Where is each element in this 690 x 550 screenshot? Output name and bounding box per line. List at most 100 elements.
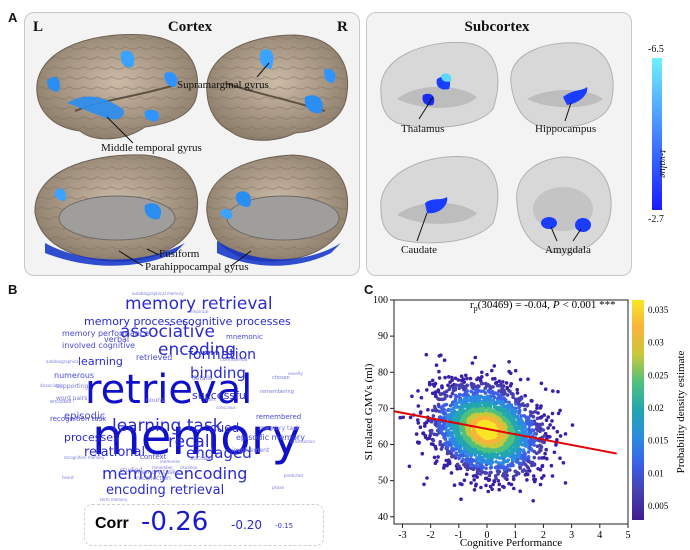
scatter-point [544, 447, 548, 452]
label-thalamus: Thalamus [401, 123, 445, 135]
annotation-r: r [470, 299, 474, 311]
scatter-point [479, 485, 483, 490]
wordcloud-term: nouns [146, 397, 165, 404]
subcortex-slices [380, 41, 614, 254]
scatter-point [462, 380, 466, 384]
scatter-point [474, 473, 478, 478]
scatter-point [465, 376, 469, 381]
y-tick-label: 70 [378, 403, 388, 414]
label-hippocampus: Hippocampus [535, 123, 597, 135]
panel-letter-c: C [364, 282, 374, 297]
scatter-point [503, 399, 507, 404]
scatter-point [446, 428, 451, 433]
scatter-point [551, 389, 555, 393]
scatter-point [507, 481, 511, 486]
scatter-point [454, 383, 459, 387]
scatter-point [511, 474, 516, 479]
scatter-point [526, 450, 531, 454]
scatter-point [436, 455, 440, 459]
scatter-point [501, 484, 505, 489]
scatter-point [558, 408, 562, 413]
wordcloud-term: encoding [158, 340, 237, 360]
scatter-point [548, 435, 552, 439]
right-lateral-brain [206, 34, 349, 141]
cortex-brains [34, 34, 349, 267]
scatter-point [470, 466, 475, 471]
density-colorbar-title: Probability density estimate [675, 350, 687, 473]
scatter-point [455, 467, 460, 471]
wordcloud-term: encoded [50, 399, 72, 405]
scatter-point [489, 470, 493, 475]
x-tick-label: 0 [485, 530, 490, 541]
scatter-point [519, 414, 523, 418]
left-lateral-brain [36, 34, 199, 140]
scatter-point [548, 423, 552, 427]
scatter-point [561, 461, 566, 465]
scatter-point [448, 394, 453, 399]
scatter-point [527, 469, 532, 473]
scatter-point [537, 456, 541, 460]
scatter-point [416, 404, 421, 408]
scatter-point [531, 474, 536, 478]
y-tick-label: 50 [378, 476, 388, 487]
scatter-point [458, 383, 462, 388]
scatter-point [434, 394, 438, 399]
scatter-point [532, 455, 537, 460]
scatter-point [542, 474, 546, 478]
wordcloud-term: word pairs [56, 395, 88, 402]
scatter-point [523, 472, 528, 477]
scatter-point [461, 393, 465, 397]
corr-value-mid: -0.20 [231, 518, 263, 532]
y-tick-label: 90 [378, 331, 388, 342]
corr-value-large: -0.26 [141, 507, 209, 537]
fit-line [393, 410, 617, 455]
scatter-point [462, 387, 466, 392]
scatter-point [450, 402, 455, 406]
scatter-point [527, 428, 531, 433]
scatter-point [508, 384, 513, 388]
x-tick-label: 2 [541, 530, 546, 541]
scatter-point [535, 403, 539, 408]
tvalue-bottom-label: -2.7 [648, 214, 664, 225]
annotation-p: P [552, 299, 560, 311]
density-tick-label: 0.01 [648, 468, 664, 478]
wordcloud-term: relational [84, 445, 146, 460]
scatter-point [522, 403, 527, 408]
scatter-point [452, 483, 457, 487]
scatter-point [513, 397, 518, 402]
scatter-point [450, 391, 455, 396]
scatter-point [535, 416, 540, 421]
scatter-point [525, 404, 529, 408]
scatter-point [449, 471, 454, 475]
scatter-point [461, 405, 466, 409]
scatter-point [431, 442, 435, 447]
scatter-point [440, 385, 444, 390]
scatter-point [455, 462, 460, 467]
scatter-point [426, 408, 430, 412]
scatter-point [550, 411, 555, 416]
scatter-point [419, 395, 424, 400]
wordcloud-term: memory task [260, 425, 300, 432]
wordcloud-term: encoding retrieval [106, 483, 225, 498]
wordcloud-term: memory [92, 408, 301, 466]
scatter-point [515, 391, 520, 395]
cortex-title: Cortex [167, 19, 213, 35]
wordcloud-term: recollection [136, 475, 171, 482]
label-supramarginal-gyrus: Supramarginal gyrus [177, 79, 269, 91]
scatter-point [505, 393, 510, 397]
scatter-point [535, 444, 540, 449]
scatter-point [448, 380, 452, 384]
scatter-point [521, 448, 526, 452]
scatter-point [554, 443, 558, 447]
annotation-rest: (30469) = -0.04, [478, 299, 550, 311]
scatter-point [484, 476, 489, 481]
wordcloud-term: details [192, 375, 212, 382]
scatter-point [460, 482, 464, 487]
scatter-point [522, 414, 526, 418]
scatter-point [484, 483, 488, 488]
subcortex-box: Subcortex [366, 12, 632, 276]
right-medial-brain [206, 154, 349, 266]
scatter-point [433, 444, 438, 449]
scatter-point [442, 466, 446, 470]
